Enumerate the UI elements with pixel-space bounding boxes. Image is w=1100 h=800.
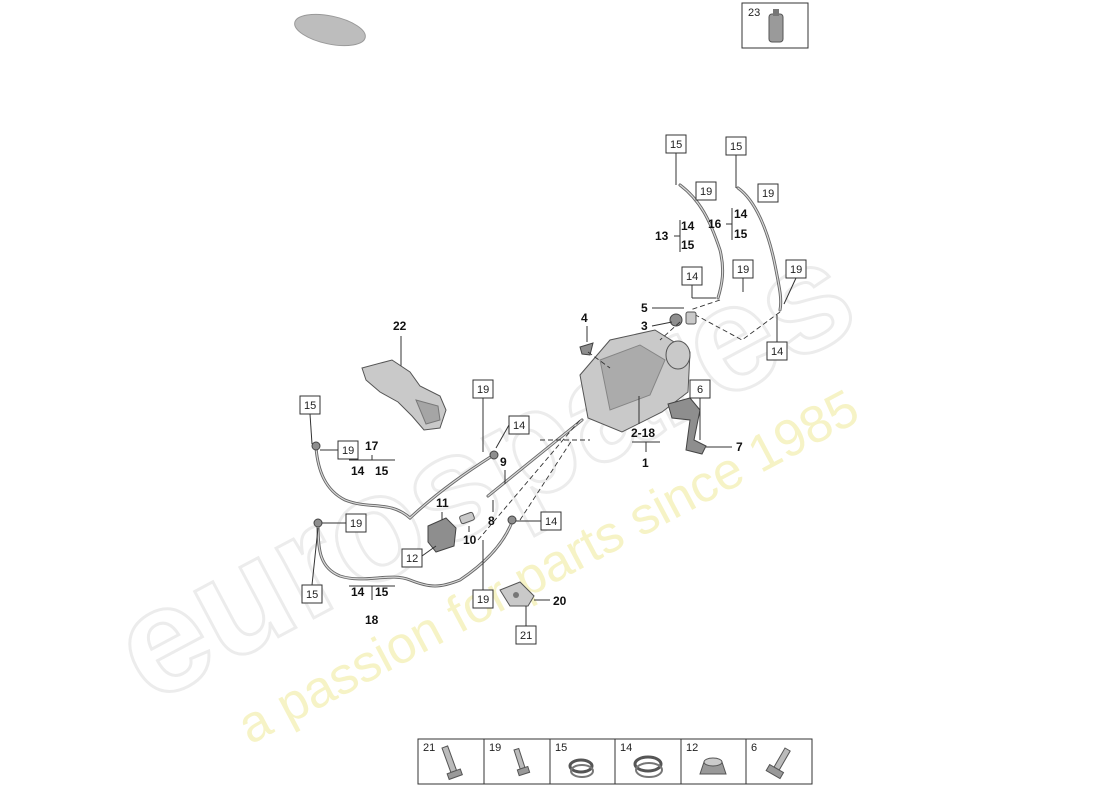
- label-14: 14: [771, 346, 783, 358]
- label-19: 19: [477, 384, 489, 396]
- label-8: 8: [488, 514, 495, 528]
- center-labels: 4 5 3 2-18 1 6 7: [581, 301, 743, 470]
- bushing-icon: [699, 757, 727, 775]
- label-14: 14: [686, 271, 698, 283]
- upper-pipes: [678, 183, 783, 341]
- mount-bracket: 22: [361, 319, 447, 431]
- label-10: 10: [463, 533, 477, 547]
- seal-ring-icon: [633, 755, 663, 778]
- label-15: 15: [670, 139, 682, 151]
- label-14: 14: [351, 464, 365, 478]
- label-21: 21: [520, 630, 532, 642]
- legend-number: 12: [686, 742, 698, 754]
- label-19: 19: [737, 264, 749, 276]
- label-14: 14: [681, 219, 695, 233]
- label-19: 19: [762, 188, 774, 200]
- label-14: 14: [734, 207, 748, 221]
- label-15: 15: [681, 238, 695, 252]
- label-17: 17: [365, 439, 379, 453]
- label-9: 9: [500, 455, 507, 469]
- upper-right-labels: 15 15 19 19 13 14 15 16 14 15 14 19 19 1…: [655, 134, 807, 361]
- label-14: 14: [513, 420, 525, 432]
- label-15: 15: [734, 227, 748, 241]
- label-7: 7: [736, 440, 743, 454]
- label-16: 16: [708, 217, 722, 231]
- fastener-legend: 21 19 15 14: [417, 738, 813, 785]
- bolt-small-icon: [513, 747, 531, 777]
- label-15: 15: [304, 400, 316, 412]
- seal-ring-icon: [568, 758, 594, 778]
- label-19: 19: [790, 264, 802, 276]
- bolt-flange-icon: [441, 745, 463, 781]
- plate-20: 20 21: [499, 581, 567, 645]
- bolt-flange-icon: [765, 747, 791, 780]
- legend-number: 14: [620, 742, 632, 754]
- sealant-pad: [294, 13, 366, 47]
- watermark: eurospares a passion for parts since 198…: [85, 204, 881, 756]
- label-14: 14: [351, 585, 365, 599]
- legend-number: 6: [751, 742, 757, 754]
- label-19: 19: [350, 518, 362, 530]
- legend-item-6: 6: [751, 742, 791, 780]
- label-3: 3: [641, 319, 648, 333]
- label-15: 15: [375, 464, 389, 478]
- label-19: 19: [342, 445, 354, 457]
- pump-assembly: [579, 311, 697, 433]
- legend-item-14: 14: [620, 742, 663, 778]
- item-23-box: 23: [741, 2, 809, 49]
- label-6: 6: [697, 384, 703, 396]
- rod-and-guides: 9: [477, 418, 590, 541]
- label-11: 11: [436, 496, 449, 510]
- label-5: 5: [641, 301, 648, 315]
- legend-item-21: 21: [423, 742, 463, 781]
- legend-number: 21: [423, 742, 435, 754]
- label-19: 19: [700, 186, 712, 198]
- label-19: 19: [477, 594, 489, 606]
- label-15: 15: [375, 585, 389, 599]
- legend-number: 19: [489, 742, 501, 754]
- legend-number: 15: [555, 742, 567, 754]
- label-12: 12: [406, 553, 418, 565]
- label-13: 13: [655, 229, 669, 243]
- left-pipe-upper: 15 19 17 14 15 19 14: [299, 379, 530, 521]
- small-parts: 8 10 11 12: [401, 496, 495, 568]
- label-23: 23: [748, 7, 760, 19]
- label-15: 15: [306, 589, 318, 601]
- label-18: 18: [365, 613, 379, 627]
- label-2-18: 2-18: [631, 426, 655, 440]
- legend-item-15: 15: [555, 742, 594, 778]
- label-14: 14: [545, 516, 557, 528]
- legend-item-19: 19: [489, 742, 531, 777]
- label-4: 4: [581, 311, 588, 325]
- legend-item-12: 12: [686, 742, 727, 775]
- label-20: 20: [553, 594, 567, 608]
- label-22: 22: [393, 319, 407, 333]
- label-1: 1: [642, 456, 649, 470]
- label-15: 15: [730, 141, 742, 153]
- left-pipe-lower: 19 15 14 15 18 14 19: [301, 511, 562, 627]
